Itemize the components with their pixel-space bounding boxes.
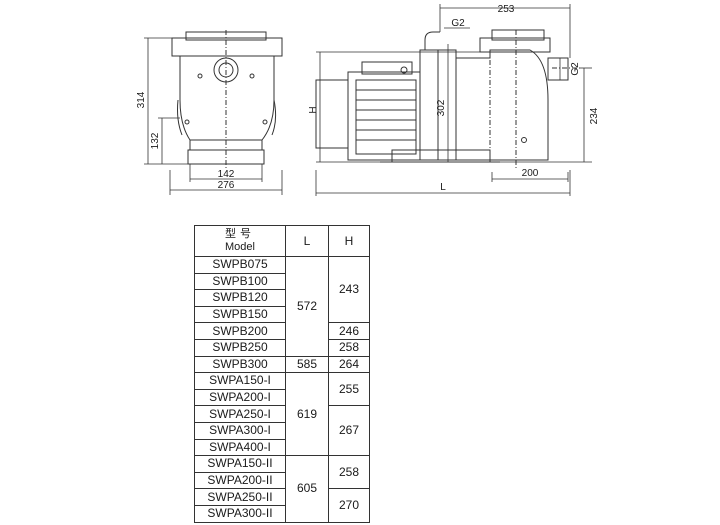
h-cell: 255: [328, 372, 370, 407]
model-cell: SWPA400-I: [194, 438, 286, 457]
h-cell: 267: [328, 405, 370, 457]
l-cell: 619: [285, 372, 329, 457]
dim-200: 200: [522, 168, 539, 179]
dim-314: 314: [136, 91, 147, 108]
h-cell: 270: [328, 488, 370, 523]
table-row: SWPB150: [194, 305, 370, 324]
model-cell: SWPA300-I: [194, 421, 286, 440]
model-dimension-table: 型号 Model L H SWPB075 572 243 SWPB100 SWP…: [194, 225, 370, 523]
table-row: SWPB200 246: [194, 322, 370, 340]
table-row: SWPB075 572 243: [194, 255, 370, 357]
l-cell: 585: [285, 355, 329, 374]
dim-276: 276: [218, 180, 235, 191]
table-row: SWPB250 258: [194, 338, 370, 357]
dim-234: 234: [589, 107, 600, 124]
dim-g2-outlet: G2: [451, 18, 465, 29]
table-row: SWPA250-II 270: [194, 488, 370, 523]
dim-302: 302: [436, 99, 447, 116]
dim-253: 253: [498, 4, 515, 15]
model-cell: SWPB250: [194, 338, 286, 357]
pump-dimension-drawing: 314 132 142 276 253 G2 G2 302 234 H 200 …: [136, 4, 600, 196]
model-cell: SWPA150-II: [194, 455, 286, 473]
header-model-en: Model: [225, 241, 255, 253]
dim-132: 132: [150, 132, 161, 149]
model-cell: SWPA300-II: [194, 504, 286, 523]
model-cell: SWPA150-I: [194, 372, 286, 390]
dim-h: H: [308, 106, 319, 113]
side-view-dimension-lines: [315, 4, 592, 196]
model-cell: SWPA250-II: [194, 488, 286, 506]
l-cell: 605: [285, 455, 329, 523]
h-cell: 246: [328, 322, 370, 340]
table-row: SWPB300 585 264: [194, 355, 370, 374]
table-header-row: 型号 Model L H: [194, 225, 370, 257]
front-view-dimension-lines: [144, 37, 283, 195]
dim-l: L: [440, 182, 446, 193]
h-cell: 243: [328, 255, 370, 324]
dim-g2-inlet: G2: [570, 62, 581, 76]
table-row: SWPA300-II: [194, 504, 370, 523]
model-cell: SWPB120: [194, 289, 286, 307]
model-cell: SWPA250-I: [194, 405, 286, 423]
model-cell: SWPB300: [194, 355, 286, 374]
front-view-pump: [171, 30, 283, 170]
header-h: H: [328, 225, 370, 257]
model-cell: SWPA200-I: [194, 388, 286, 407]
model-cell: SWPB100: [194, 272, 286, 291]
l-cell: 572: [285, 256, 329, 357]
table-row: SWPB120: [194, 289, 370, 307]
table-row: SWPA150-I 619 255: [194, 372, 370, 457]
model-cell: SWPA200-II: [194, 471, 286, 490]
h-cell: 258: [328, 455, 370, 490]
header-model-cn: 型号: [225, 228, 255, 240]
model-cell: SWPB075: [194, 256, 286, 274]
h-cell: 258: [328, 338, 370, 357]
h-cell: 264: [328, 355, 370, 374]
table-row: SWPA150-II 605 258: [194, 455, 370, 523]
model-cell: SWPB200: [194, 322, 286, 340]
side-view-pump: [315, 29, 580, 170]
table-row: SWPA250-I 267: [194, 405, 370, 457]
header-model: 型号 Model: [194, 225, 286, 257]
dim-142: 142: [218, 169, 235, 180]
model-cell: SWPB150: [194, 305, 286, 324]
header-l: L: [285, 225, 329, 257]
